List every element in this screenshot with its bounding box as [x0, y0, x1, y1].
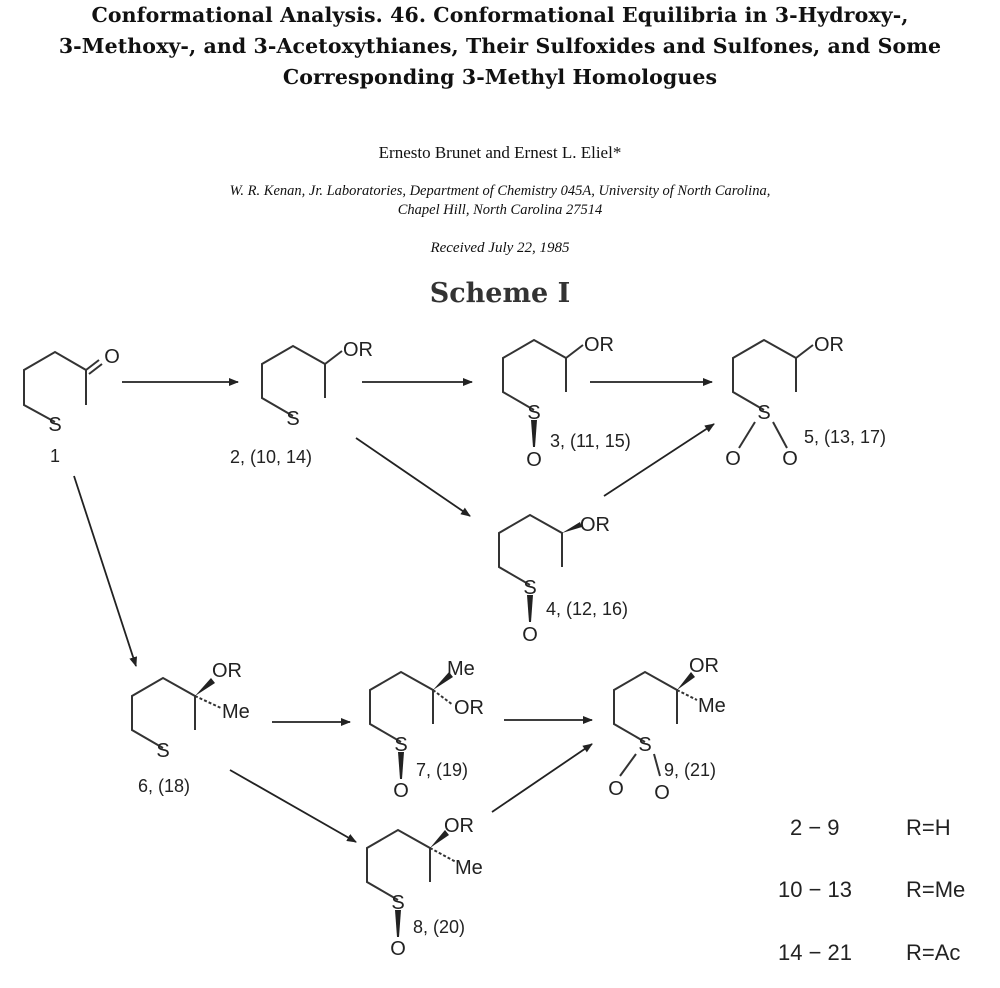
atom-oxygen: O [393, 780, 409, 802]
atom-oxygen: O [522, 624, 538, 646]
compound-label-9: 9, (21) [664, 760, 716, 780]
reaction-arrows [73, 378, 715, 843]
arrow-6-to-8 [229, 769, 357, 843]
atom-or: OR [580, 514, 610, 536]
affiliation-line-2: Chapel Hill, North Carolina 27514 [397, 202, 603, 218]
atom-or: OR [814, 334, 844, 356]
atom-sulfur: S [394, 734, 407, 756]
atom-or: OR [454, 697, 484, 719]
atom-sulfur: S [523, 577, 536, 599]
wedge-bond [395, 910, 401, 937]
atom-oxygen: O [654, 782, 670, 804]
atom-oxygen: O [725, 448, 741, 470]
wedge-bond [195, 678, 215, 696]
atom-sulfur: S [391, 892, 404, 914]
atom-methyl: Me [447, 658, 475, 680]
atom-or: OR [444, 815, 474, 837]
wedge-bond [531, 420, 537, 447]
wedge-bond [433, 672, 453, 690]
scheme-title: Scheme I [429, 278, 571, 309]
legend-range: 14 − 21 [778, 940, 852, 965]
affiliation: W. R. Kenan, Jr. Laboratories, Departmen… [0, 182, 1000, 220]
atom-or: OR [212, 660, 242, 682]
atom-oxygen: O [104, 346, 120, 368]
legend-range: 2 − 9 [790, 815, 840, 840]
wedge-bond [430, 830, 449, 848]
compound-5-structure [732, 338, 814, 449]
atom-or: OR [689, 655, 719, 677]
legend-group: R=Me [906, 877, 965, 902]
received-date: Received July 22, 1985 [430, 240, 570, 256]
authors: Ernesto Brunet and Ernest L. Eliel* [378, 143, 622, 162]
atom-or: OR [343, 339, 373, 361]
compound-label-3: 3, (11, 15) [550, 431, 631, 451]
legend-group: R=Ac [906, 940, 960, 965]
legend-group: R=H [906, 815, 951, 840]
atom-or: OR [584, 334, 614, 356]
arrow-2-to-4 [355, 437, 471, 517]
atom-oxygen: O [782, 448, 798, 470]
compound-label-2: 2, (10, 14) [230, 447, 312, 467]
atom-oxygen: O [526, 449, 542, 471]
compound-9-structure [613, 670, 698, 777]
affiliation-line-1: W. R. Kenan, Jr. Laboratories, Departmen… [229, 183, 771, 199]
atom-sulfur: S [527, 402, 540, 424]
article-title: Conformational Analysis. 46. Conformatio… [0, 0, 1000, 93]
atom-sulfur: S [156, 740, 169, 762]
compound-7-structure [369, 670, 454, 743]
r-group-legend: 2 − 9 R=H 10 − 13 R=Me 14 − 21 R=Ac [778, 815, 965, 965]
wedge-bond [562, 522, 582, 533]
atom-sulfur: S [638, 734, 651, 756]
compound-8-structure [366, 828, 457, 901]
legend-range: 10 − 13 [778, 877, 852, 902]
compound-label-1: 1 [50, 446, 60, 466]
compound-label-8: 8, (20) [413, 917, 465, 937]
atom-oxygen: O [608, 778, 624, 800]
arrow-4-to-5 [603, 423, 715, 497]
atom-sulfur: S [286, 408, 299, 430]
compound-3-structure [502, 338, 584, 411]
atom-methyl: Me [222, 701, 250, 723]
title-line-3: Corresponding 3-Methyl Homologues [282, 65, 718, 89]
atom-sulfur: S [757, 402, 770, 424]
compound-6-structure [131, 676, 222, 749]
atom-methyl: Me [698, 695, 726, 717]
compound-label-4: 4, (12, 16) [546, 599, 628, 619]
atom-sulfur: S [48, 414, 61, 436]
compound-label-6: 6, (18) [138, 776, 190, 796]
arrow-8-to-9 [491, 743, 593, 813]
title-line-1: Conformational Analysis. 46. Conformatio… [91, 3, 909, 27]
compound-label-7: 7, (19) [416, 760, 468, 780]
compound-4-structure [498, 513, 563, 586]
compound-label-5: 5, (13, 17) [804, 427, 886, 447]
compound-1-structure [23, 350, 103, 423]
atom-methyl: Me [455, 857, 483, 879]
wedge-bond [677, 672, 695, 690]
wedge-bond [527, 595, 533, 622]
title-line-2: 3-Methoxy-, and 3-Acetoxythianes, Their … [58, 34, 942, 58]
compound-2-structure [261, 344, 343, 417]
wedge-bond [398, 752, 404, 779]
atom-oxygen: O [390, 938, 406, 960]
arrow-1-to-6 [73, 475, 138, 667]
